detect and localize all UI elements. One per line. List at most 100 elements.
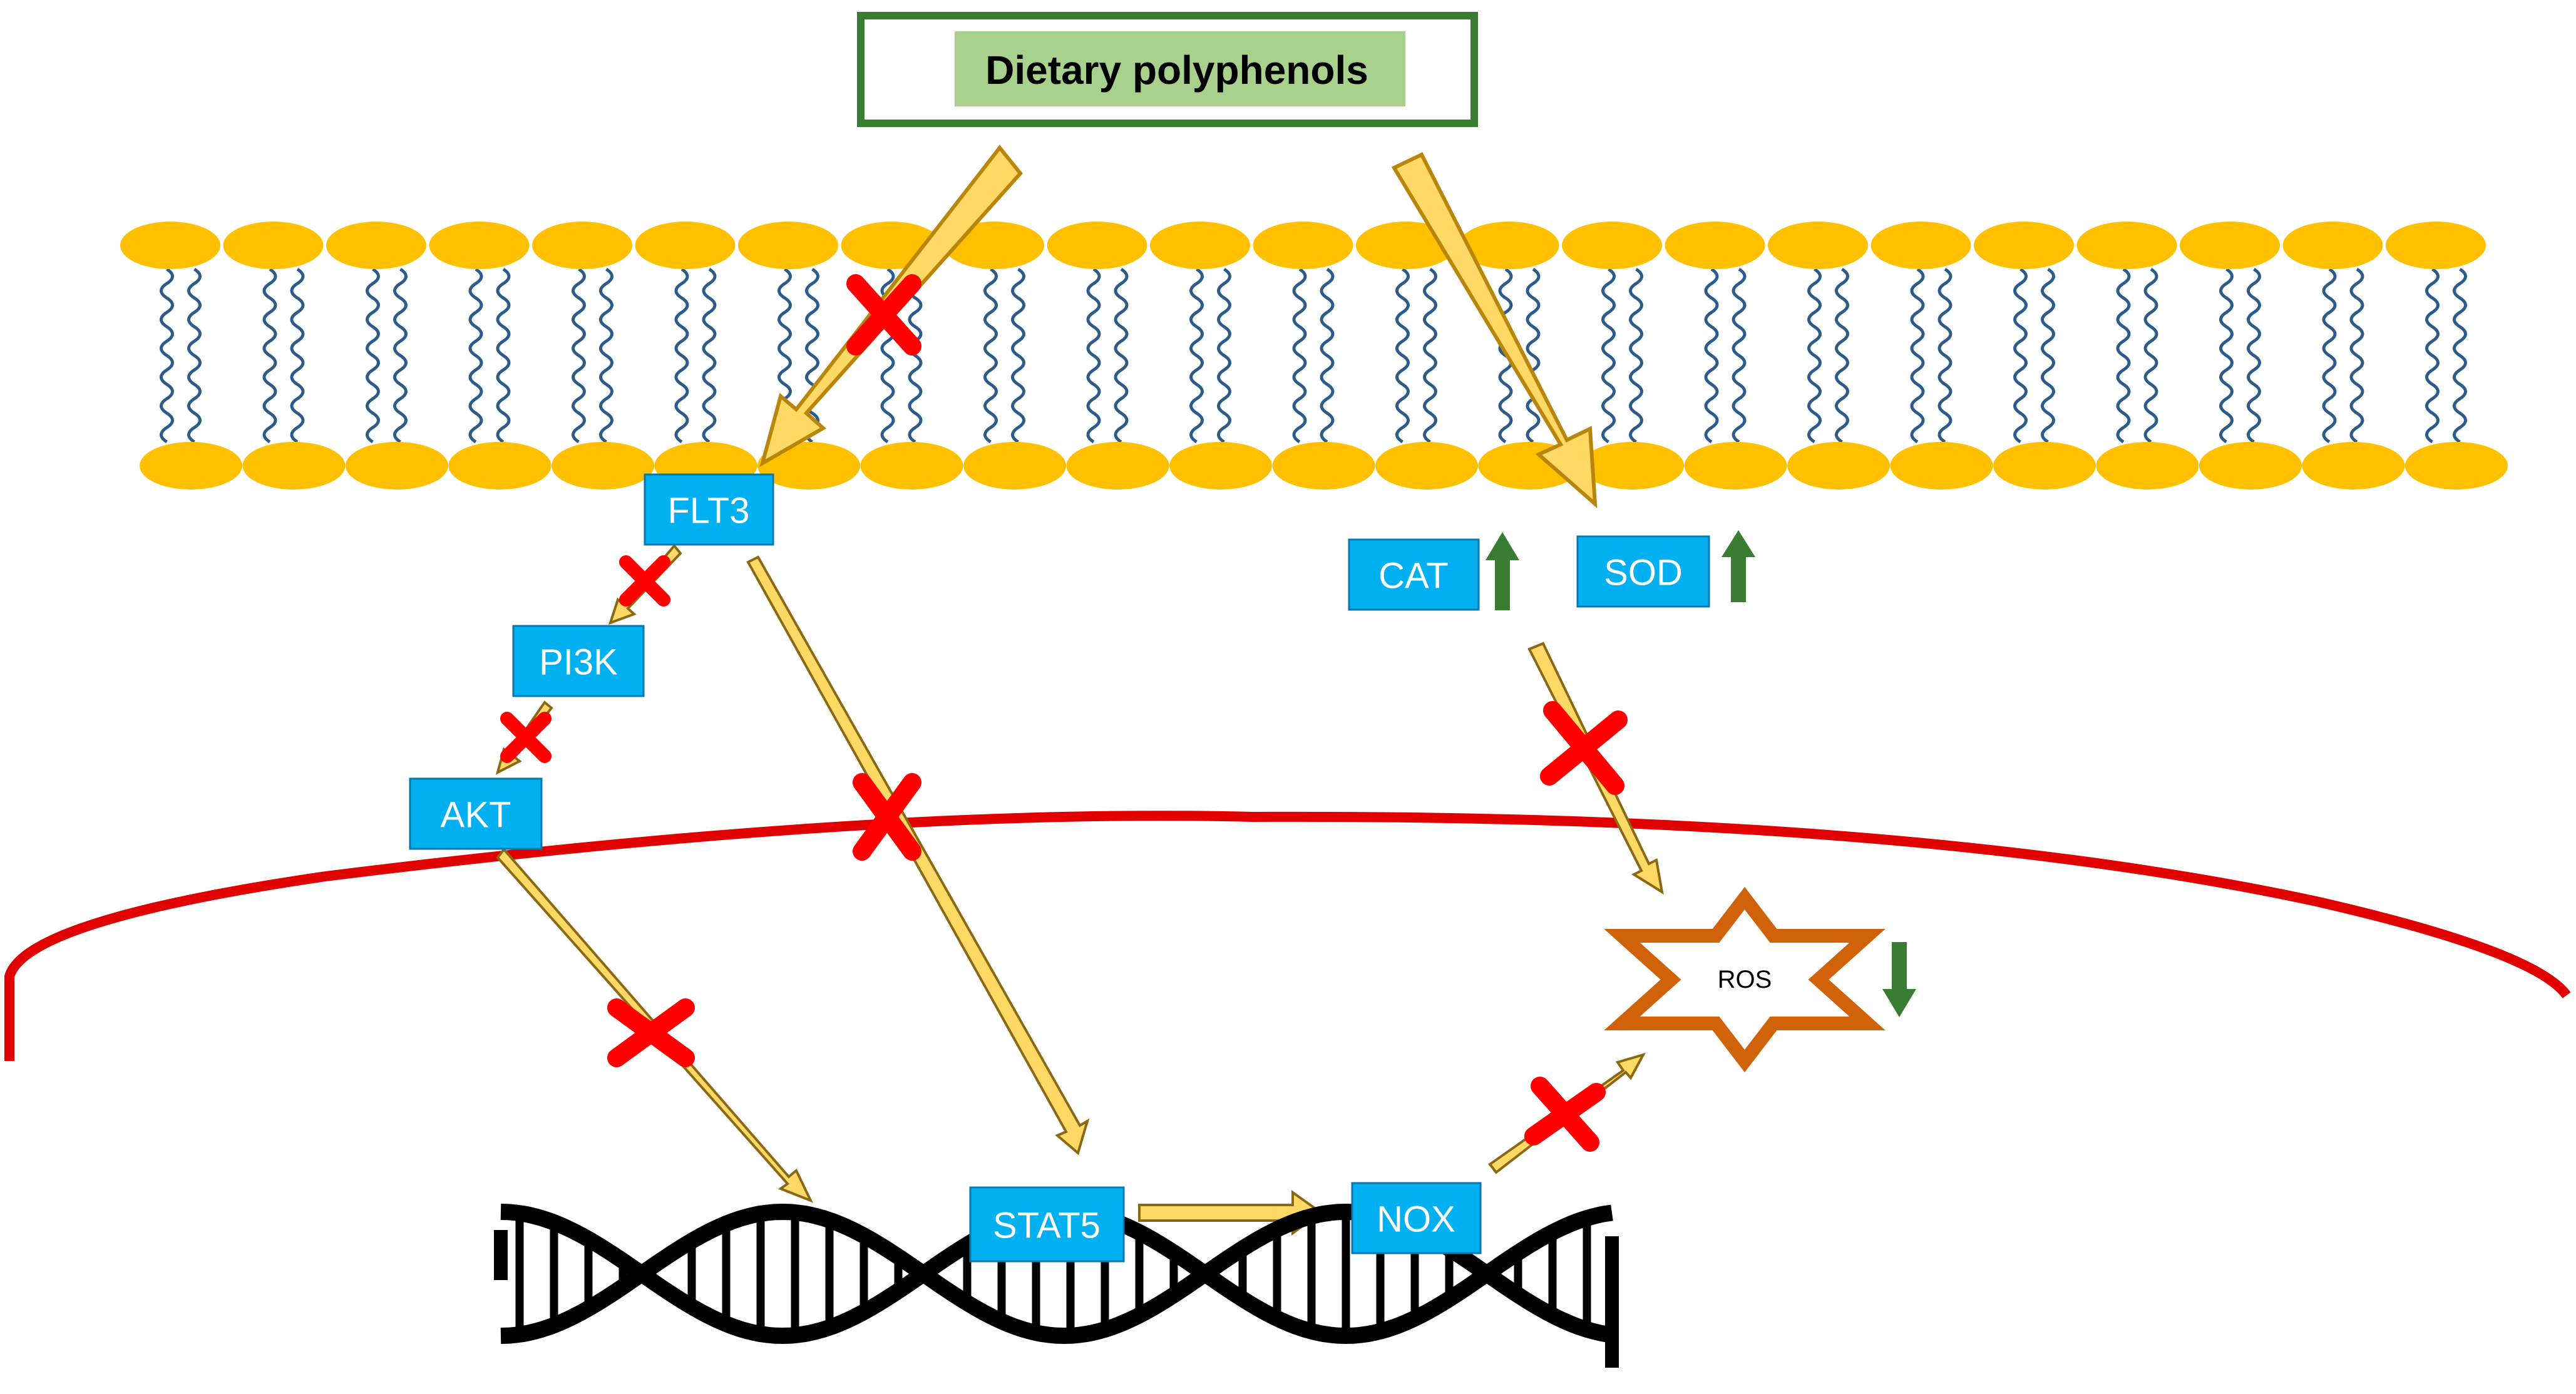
lipid-head-outer xyxy=(223,222,324,269)
lipid-tail xyxy=(1114,267,1129,444)
lipid-head-inner xyxy=(1375,442,1478,489)
lipid-head-inner xyxy=(448,442,552,489)
lipid-head-inner xyxy=(1787,442,1890,489)
lipid-tail xyxy=(1937,267,1953,444)
lipid-tail xyxy=(366,267,380,444)
lipid-head-inner xyxy=(860,442,963,489)
lipid-tail xyxy=(1526,267,1541,444)
lipid-head-outer xyxy=(1665,222,1765,269)
node-stat5-label: STAT5 xyxy=(993,1206,1101,1246)
node-akt-label: AKT xyxy=(441,795,511,836)
lipid-tail xyxy=(805,267,819,444)
lipid-head-inner xyxy=(1993,442,2096,489)
lipid-tail xyxy=(496,267,511,444)
lipid-head-inner xyxy=(2405,442,2508,489)
node-nox: NOX xyxy=(1351,1182,1482,1254)
lipid-tail xyxy=(572,267,586,444)
lipid-tail xyxy=(2041,267,2055,444)
node-cat-label: CAT xyxy=(1378,556,1449,597)
lipid-tail xyxy=(160,267,174,444)
lipid-tail xyxy=(1217,267,1231,444)
lipid-head-outer xyxy=(1974,222,2074,269)
lipid-tail xyxy=(908,267,923,444)
node-pi3k: PI3K xyxy=(512,625,645,697)
lipid-tail xyxy=(702,267,717,444)
lipid-head-outer xyxy=(1459,222,1559,269)
lipid-tail xyxy=(262,267,277,444)
lipid-tail xyxy=(1086,267,1101,444)
lipid-head-inner xyxy=(963,442,1066,489)
node-akt: AKT xyxy=(409,777,543,850)
membrane-heads-inner xyxy=(140,442,2508,489)
lipid-head-inner xyxy=(1066,442,1169,489)
lipid-head-outer xyxy=(2282,222,2383,269)
inhibit-mark-flt3-stat5 xyxy=(853,773,921,861)
lipid-head-outer xyxy=(738,222,838,269)
inhibit-mark-membrane-entry xyxy=(846,274,921,356)
node-pi3k-label: PI3K xyxy=(539,642,618,683)
lipid-tail xyxy=(1629,267,1643,444)
lipid-tail xyxy=(1011,267,1025,444)
node-sod: SOD xyxy=(1576,535,1710,608)
title: Dietary polyphenols xyxy=(985,48,1368,93)
lipid-head-outer xyxy=(1150,222,1250,269)
nuclear-membrane xyxy=(4,811,2571,1061)
lipid-tail xyxy=(1320,267,1335,444)
lipid-head-inner xyxy=(1169,442,1272,489)
node-nox-label: NOX xyxy=(1377,1199,1455,1240)
lipid-tail xyxy=(1732,267,1747,444)
lipid-tail xyxy=(1423,267,1437,444)
lipid-tail xyxy=(983,267,998,444)
lipid-tail xyxy=(468,267,483,444)
lipid-tail xyxy=(1292,267,1307,444)
lipid-tail xyxy=(1395,267,1410,444)
lipid-head-inner xyxy=(1890,442,1993,489)
title-highlight xyxy=(955,31,1405,106)
lipid-tail xyxy=(2322,267,2337,444)
lipid-tail xyxy=(1189,267,1204,444)
lipid-tail xyxy=(2247,267,2261,444)
lipid-head-outer xyxy=(2076,222,2177,269)
lipid-head-inner xyxy=(2096,442,2199,489)
lipid-head-outer xyxy=(326,222,426,269)
lipid-tail xyxy=(599,267,613,444)
title-box: Dietary polyphenols xyxy=(857,12,1478,127)
lipid-head-outer xyxy=(1047,222,1147,269)
lipid-head-inner xyxy=(1581,442,1684,489)
dna-rungs xyxy=(515,1212,1591,1336)
membrane-heads-outer xyxy=(120,222,2486,269)
lipid-tail xyxy=(674,267,689,444)
lipid-head-inner xyxy=(552,442,654,489)
arrow-polyphenols-to-sod xyxy=(1391,152,1598,509)
lipid-tail xyxy=(2013,267,2028,444)
inhibit-mark-akt-dna xyxy=(607,998,695,1067)
ros-star: ROS xyxy=(1604,886,1886,1073)
inhibit-mark-pi3k-akt xyxy=(500,712,552,763)
ros-down-arrow-icon xyxy=(1882,942,1916,1017)
lipid-head-outer xyxy=(532,222,632,269)
lipid-head-inner xyxy=(2199,442,2302,489)
lipid-head-outer xyxy=(120,222,220,269)
lipid-tail xyxy=(2143,267,2158,444)
lipid-tail xyxy=(290,267,305,444)
lipid-head-outer xyxy=(429,222,530,269)
lipid-head-outer xyxy=(1253,222,1353,269)
lipid-head-outer xyxy=(1768,222,1868,269)
lipid-head-inner xyxy=(1684,442,1787,489)
lipid-tail xyxy=(2453,267,2467,444)
lipid-head-outer xyxy=(1870,222,1971,269)
node-flt3: FLT3 xyxy=(644,473,774,546)
cat-up-arrow-icon xyxy=(1486,532,1519,610)
lipid-tail xyxy=(1807,267,1822,444)
ros-label: ROS xyxy=(1718,966,1772,993)
lipid-head-inner xyxy=(757,442,860,489)
lipid-tail xyxy=(393,267,408,444)
lipid-head-outer xyxy=(2180,222,2280,269)
lipid-head-outer xyxy=(1562,222,1662,269)
lipid-head-inner xyxy=(2302,442,2405,489)
lipid-head-outer xyxy=(2386,222,2486,269)
lipid-tail xyxy=(2116,267,2131,444)
sod-up-arrow-icon xyxy=(1722,530,1755,602)
lipid-tail xyxy=(1835,267,1849,444)
lipid-tail xyxy=(2425,267,2440,444)
